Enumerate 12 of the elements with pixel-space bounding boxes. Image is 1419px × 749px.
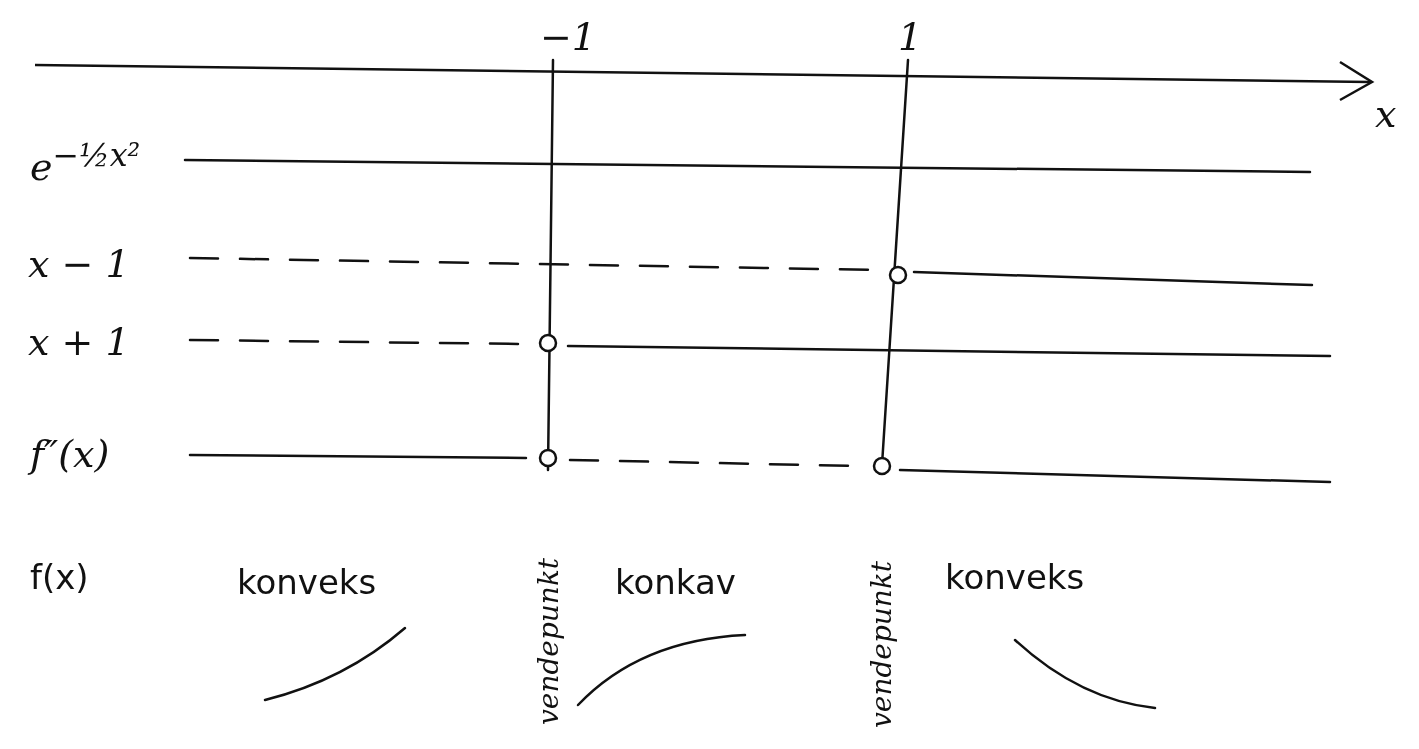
inflection-label: vendepunkt [535,557,563,725]
function-label: f(x) [30,560,89,594]
curvature-label: konkav [615,565,736,599]
tick-label: 1 [898,18,923,56]
factor-label: x − 1 [28,245,130,283]
tick-label: −1 [540,18,597,56]
factor-label: e$^{−½x²}$ [30,140,141,186]
axis-label: x [1375,95,1397,133]
curvature-label: konveks [945,560,1085,594]
inflection-label: vendepunkt [868,560,896,728]
curvature-label: konveks [237,565,377,599]
factor-label: x + 1 [28,323,130,361]
